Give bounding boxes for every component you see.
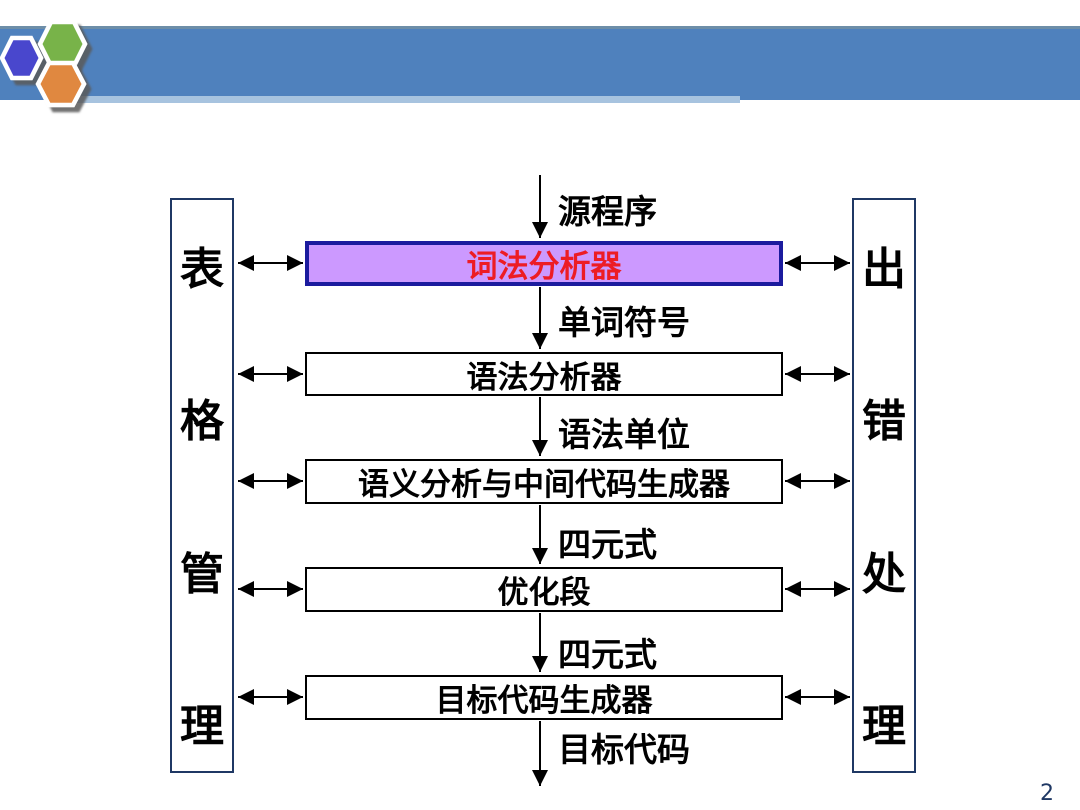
right-double-arrows xyxy=(785,255,850,705)
page-number: 2 xyxy=(1040,781,1054,806)
logo-hex-blue xyxy=(0,35,44,81)
panel-char: 理 xyxy=(862,700,906,752)
right-panel-error-handling: 出 错 处 理 xyxy=(852,198,916,773)
box-lexical-analyzer: 词法分析器 xyxy=(305,241,783,286)
flow-label-syntax-units: 语法单位 xyxy=(558,415,690,454)
flow-label-token-symbols: 单词符号 xyxy=(558,303,690,342)
panel-char: 理 xyxy=(180,700,224,752)
panel-char: 出 xyxy=(862,244,906,295)
panel-char: 格 xyxy=(180,396,224,448)
hexagon-logo xyxy=(0,19,88,108)
box-syntax-analyzer: 语法分析器 xyxy=(305,352,783,396)
left-panel-table-management: 表 格 管 理 xyxy=(170,198,234,773)
flow-label-quadruples-2: 四元式 xyxy=(558,635,657,674)
header-banner-strip xyxy=(56,96,740,103)
header-banner xyxy=(0,26,1080,100)
box-semantic-intermediate-code-generator: 语义分析与中间代码生成器 xyxy=(305,459,783,504)
flow-label-target-code: 目标代码 xyxy=(558,730,690,769)
left-double-arrows xyxy=(238,255,303,705)
panel-char: 管 xyxy=(180,548,224,600)
panel-char: 表 xyxy=(180,244,224,295)
flow-label-quadruples-1: 四元式 xyxy=(558,525,657,564)
flow-label-source-program: 源程序 xyxy=(558,192,657,231)
panel-char: 错 xyxy=(862,396,906,448)
box-optimizer: 优化段 xyxy=(305,567,783,612)
panel-char: 处 xyxy=(862,548,906,600)
logo-hex-orange xyxy=(35,60,87,108)
box-target-code-generator: 目标代码生成器 xyxy=(305,675,783,720)
logo-hex-green xyxy=(37,19,88,69)
